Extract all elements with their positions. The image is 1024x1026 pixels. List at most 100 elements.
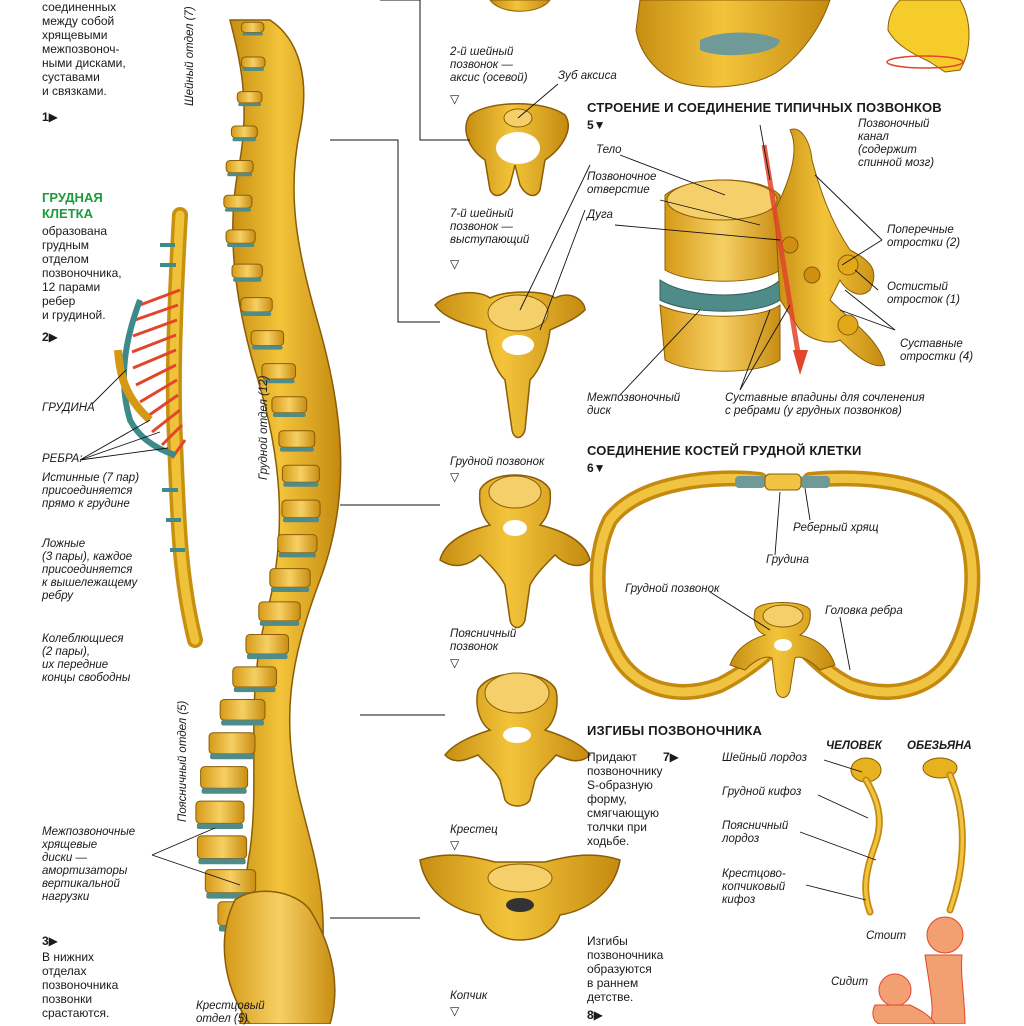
curve-human	[850, 757, 883, 916]
intervertebral-disc	[221, 720, 264, 726]
intervertebral-disc	[224, 208, 251, 212]
marker-6: 6▼	[587, 461, 606, 475]
marker-8: 8▶	[587, 1008, 603, 1022]
cervical-label: Шейный отдел (7)	[184, 6, 196, 106]
intervertebral-disc	[210, 753, 254, 760]
intervertebral-disc	[227, 172, 253, 177]
curve-ape	[922, 757, 966, 914]
vertebra-body	[236, 91, 263, 104]
thorax-leader-lines	[79, 369, 169, 461]
vertebra-body	[225, 229, 256, 244]
vertebra-body	[245, 633, 290, 655]
axis-marker: ▽	[450, 92, 460, 106]
intervertebral-disc	[227, 243, 255, 247]
vertebra-body	[277, 534, 318, 554]
intervertebral-disc	[278, 552, 316, 558]
vertebra-body	[250, 330, 285, 347]
intervertebral-disc	[201, 788, 247, 794]
intervertebral-disc	[241, 312, 272, 316]
sits-label: Сидит	[831, 976, 869, 988]
intervertebral-disc	[242, 32, 263, 36]
vertebra-body	[258, 601, 301, 622]
vertebra-body	[196, 835, 248, 860]
vertebra-body	[271, 396, 308, 414]
intervertebral-disc	[242, 67, 265, 71]
intervertebral-disc	[238, 102, 262, 107]
top-vertebra-fragments	[489, 0, 831, 88]
vertebra-body	[219, 699, 266, 721]
lumbar-label: Поясничный отдел (5)	[177, 700, 189, 822]
intervertebral-disc	[246, 654, 288, 660]
sacrum-marker: ▽	[450, 838, 460, 852]
thoracic-vertebra	[439, 474, 591, 629]
thorax-callouts	[709, 487, 851, 671]
rib-cage-small	[114, 207, 203, 648]
vertebra-body	[208, 732, 256, 755]
sternum-joint-label: Грудина	[766, 554, 809, 566]
arch-label: Дуга	[587, 209, 613, 221]
thoracic-kyphosis-label: Грудной кифоз	[722, 786, 802, 798]
axis-vertebra	[465, 103, 569, 197]
structure-title: СТРОЕНИЕ И СОЕДИНЕНИЕ ТИПИЧНЫХ ПОЗВОНКОВ	[587, 100, 942, 115]
vertebra-body	[240, 297, 273, 313]
vertebra-body	[281, 499, 321, 519]
intervertebral-disc	[198, 858, 246, 865]
lumbar-marker: ▽	[450, 656, 460, 670]
intervertebral-disc	[233, 687, 276, 693]
thoracic-marker: ▽	[450, 470, 460, 484]
intervertebral-disc	[262, 379, 295, 384]
vertebra-body	[278, 430, 316, 448]
marker-1: 1▶	[42, 110, 58, 124]
ribs-label: РЕБРА:	[42, 453, 83, 465]
structure-callouts	[519, 124, 896, 396]
cervical-lordosis-label: Шейный лордоз	[722, 752, 808, 764]
c7-vertebra	[434, 291, 586, 439]
child-figures	[872, 916, 966, 1024]
axis-tooth-leader	[517, 83, 559, 119]
discs-leader-lines	[151, 827, 241, 886]
sacrum-shape	[223, 890, 336, 1024]
coccyx-label: Копчик	[450, 990, 488, 1002]
typical-vertebrae-3d	[659, 128, 886, 375]
intervertebral-disc	[283, 482, 319, 487]
vertebra-body	[223, 194, 253, 209]
intervertebral-disc	[282, 517, 320, 523]
marker-2: 2▶	[42, 330, 58, 344]
curves-title: ИЗГИБЫ ПОЗВОНОЧНИКА	[587, 723, 763, 738]
intervertebral-disc	[279, 447, 314, 452]
coccyx-marker: ▽	[450, 1004, 460, 1018]
connector-lines	[330, 0, 470, 919]
vertebra-joint-label: Грудной позвонок	[625, 583, 720, 595]
ape-label: ОБЕЗЬЯНА	[907, 740, 972, 752]
vertebra-body	[225, 159, 254, 174]
sacrum-vertebra	[419, 854, 621, 941]
intervertebral-disc	[196, 823, 243, 829]
intervertebral-disc	[252, 345, 283, 350]
curve-callouts	[799, 759, 877, 901]
human-label: ЧЕЛОВЕК	[826, 740, 882, 752]
head-rotation-icon	[886, 0, 970, 73]
intervertebral-disc	[233, 277, 262, 282]
cartilage-label: Реберный хрящ	[793, 522, 879, 534]
